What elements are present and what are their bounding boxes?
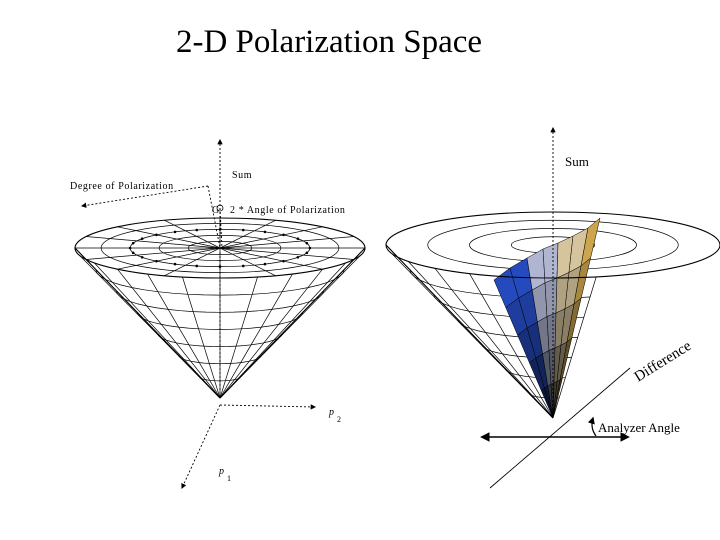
p2-axis-label: p 2 (328, 407, 341, 424)
left-disk-spoke (86, 236, 221, 249)
right-generator (408, 261, 554, 419)
left-rim-dot (305, 241, 309, 245)
right-axes (480, 126, 631, 489)
left-angle-leader (219, 207, 223, 249)
left-rim-dot (131, 241, 135, 245)
left-generator (94, 262, 221, 399)
left-disk-spoke (219, 236, 354, 249)
left-generator (219, 268, 323, 399)
left-generator (182, 276, 221, 399)
angle-marker-icon: G (212, 204, 224, 216)
page-title: 2-D Polarization Space (175, 24, 483, 60)
left-rim-dot (263, 262, 267, 266)
left-disk-spoke (219, 247, 323, 270)
left-disk-spoke (219, 226, 323, 249)
difference-label: Difference (632, 338, 695, 386)
left-rim-dot (241, 228, 245, 232)
left-disk-spoke (219, 247, 354, 260)
left-degree-leader (207, 185, 221, 249)
left-disk-spoke (219, 247, 276, 277)
left-level-ring (95, 269, 345, 296)
left-rim-dot (195, 264, 199, 268)
wedge-cell (552, 377, 563, 419)
right-sum-label: Sum (565, 154, 589, 169)
left-p2-axis (219, 404, 317, 410)
left-generator (219, 276, 258, 399)
analyzer-wedge (493, 217, 601, 419)
left-rim-dot (131, 251, 135, 255)
left-rim-dot (140, 255, 144, 259)
analyzer-angle-label: Analyzer Angle (598, 420, 680, 435)
left-disk-spoke (164, 219, 221, 249)
left-disk-spoke (117, 247, 221, 270)
p1-axis-label: p 1 (218, 466, 231, 483)
p2-subscript: 2 (337, 415, 341, 424)
left-p1-axis (181, 404, 221, 489)
angle-of-polarization-label: 2 * Angle of Polarization (230, 205, 346, 216)
left-rim-dot (128, 246, 132, 250)
left-rim-dot (218, 265, 222, 268)
left-generator (219, 273, 293, 399)
left-rim-dot (308, 246, 312, 250)
right-generator (552, 276, 597, 419)
left-rim-dot (155, 259, 158, 263)
left-level-ring (157, 333, 283, 347)
left-generator (147, 273, 221, 399)
left-rim-dot (305, 251, 309, 255)
left-degree-arrow (80, 185, 209, 208)
left-rim-dot (140, 237, 144, 240)
left-rim-dot (155, 233, 158, 237)
right-difference-axis (489, 367, 631, 489)
left-disk-spoke (117, 226, 221, 249)
left-rim-dot (296, 237, 300, 240)
wedge-cell (542, 242, 559, 284)
left-rim-dot (173, 262, 177, 266)
left-generator (219, 262, 346, 399)
p1-letter: p (218, 466, 225, 477)
p1-subscript: 1 (227, 474, 231, 483)
left-sum-label: Sum (232, 170, 252, 181)
svg-text:G: G (212, 205, 220, 216)
left-rim-dot (282, 259, 285, 263)
left-level-ring (178, 355, 262, 365)
left-rim-dot (296, 255, 300, 259)
right-generator (469, 273, 554, 419)
left-rim-dot (282, 233, 285, 237)
left-rim-dot (263, 230, 267, 234)
right-cone (385, 211, 720, 419)
left-disk-spoke (86, 247, 221, 260)
left-disk-spoke (219, 219, 276, 249)
left-rim-dot (173, 230, 177, 234)
left-rim-dot (195, 228, 199, 232)
right-generator (434, 268, 554, 419)
analyzer-rotation-arrow (587, 416, 597, 437)
left-generator (117, 268, 221, 399)
degree-of-polarization-label: Degree of Polarization (70, 181, 174, 192)
left-disk-spoke (164, 247, 221, 277)
left-axes (80, 138, 317, 489)
p2-letter: p (328, 407, 335, 418)
wedge-cell (544, 277, 558, 317)
left-rim-dot (241, 264, 245, 268)
